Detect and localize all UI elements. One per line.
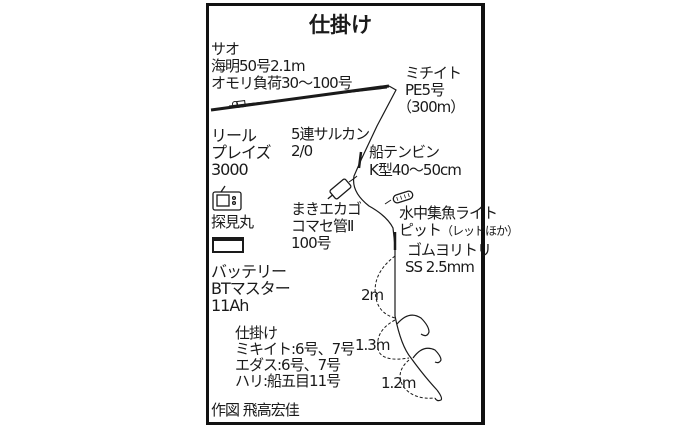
mainline-length: （300m） — [397, 98, 465, 116]
swivel-icon — [357, 151, 363, 169]
trunk-line — [394, 250, 438, 391]
chum-basket-model: コマセ管Ⅱ — [291, 217, 354, 235]
chum-basket-size: 100号 — [291, 234, 332, 252]
balance-name: 船テンビン — [369, 143, 440, 161]
reel-heading: リール — [211, 126, 257, 145]
cushion-name: ゴムヨリトリ — [407, 241, 492, 259]
rig-mikito: ミキイト:6号、7号 — [235, 340, 355, 358]
diagram-frame: 仕掛け サオ 海明50号2.1m オモリ負荷30〜100号 ミチイト PE5号 … — [206, 3, 519, 425]
reel-size: 3000 — [211, 160, 249, 179]
fishfinder-label: 探見丸 — [211, 213, 254, 231]
swivel-size: 2/0 — [291, 142, 313, 160]
length-label-2m: 2m — [361, 286, 384, 304]
rig-hook: ハリ:船五目11号 — [235, 372, 341, 390]
credit: 作図 飛高宏佳 — [211, 401, 300, 419]
rod-model: 海明50号2.1m — [211, 57, 306, 75]
hook-icon — [396, 314, 443, 402]
light-name: 水中集魚ライト — [399, 204, 498, 222]
rig-edasu: エダス:6号、7号 — [235, 356, 341, 374]
battery-model: BTマスター — [211, 279, 291, 298]
battery-capacity: 11Ah — [211, 296, 249, 315]
measure-1-3m — [377, 319, 410, 360]
battery-heading: バッテリー — [211, 262, 287, 281]
cushion-spec: SS 2.5mm — [405, 258, 475, 276]
main-line — [352, 85, 397, 247]
underwater-light-icon — [392, 190, 414, 204]
mainline-heading: ミチイト — [405, 64, 462, 82]
mainline-spec: PE5号 — [405, 81, 445, 99]
fish-finder-icon — [212, 185, 242, 211]
reel-model: プレイズ — [211, 143, 272, 162]
measure-2m — [374, 255, 396, 319]
rig-heading: 仕掛け — [235, 324, 278, 342]
battery-icon — [212, 237, 244, 253]
rig-illustration — [210, 84, 443, 402]
balance-spec: K型40〜50cm — [369, 161, 462, 179]
diagram-title: 仕掛け — [309, 13, 372, 37]
swivel-name: 5連サルカン — [291, 125, 370, 143]
chum-basket-name: まきエカゴ — [291, 200, 362, 218]
chum-basket-icon — [327, 178, 352, 200]
length-label-1-3m: 1.3m — [355, 336, 390, 354]
light-model: ピット（レッドほか） — [399, 221, 519, 239]
rod-heading: サオ — [211, 40, 240, 58]
length-label-1-2m: 1.2m — [381, 374, 416, 392]
rod-icon — [210, 84, 390, 112]
rod-load: オモリ負荷30〜100号 — [211, 74, 353, 92]
